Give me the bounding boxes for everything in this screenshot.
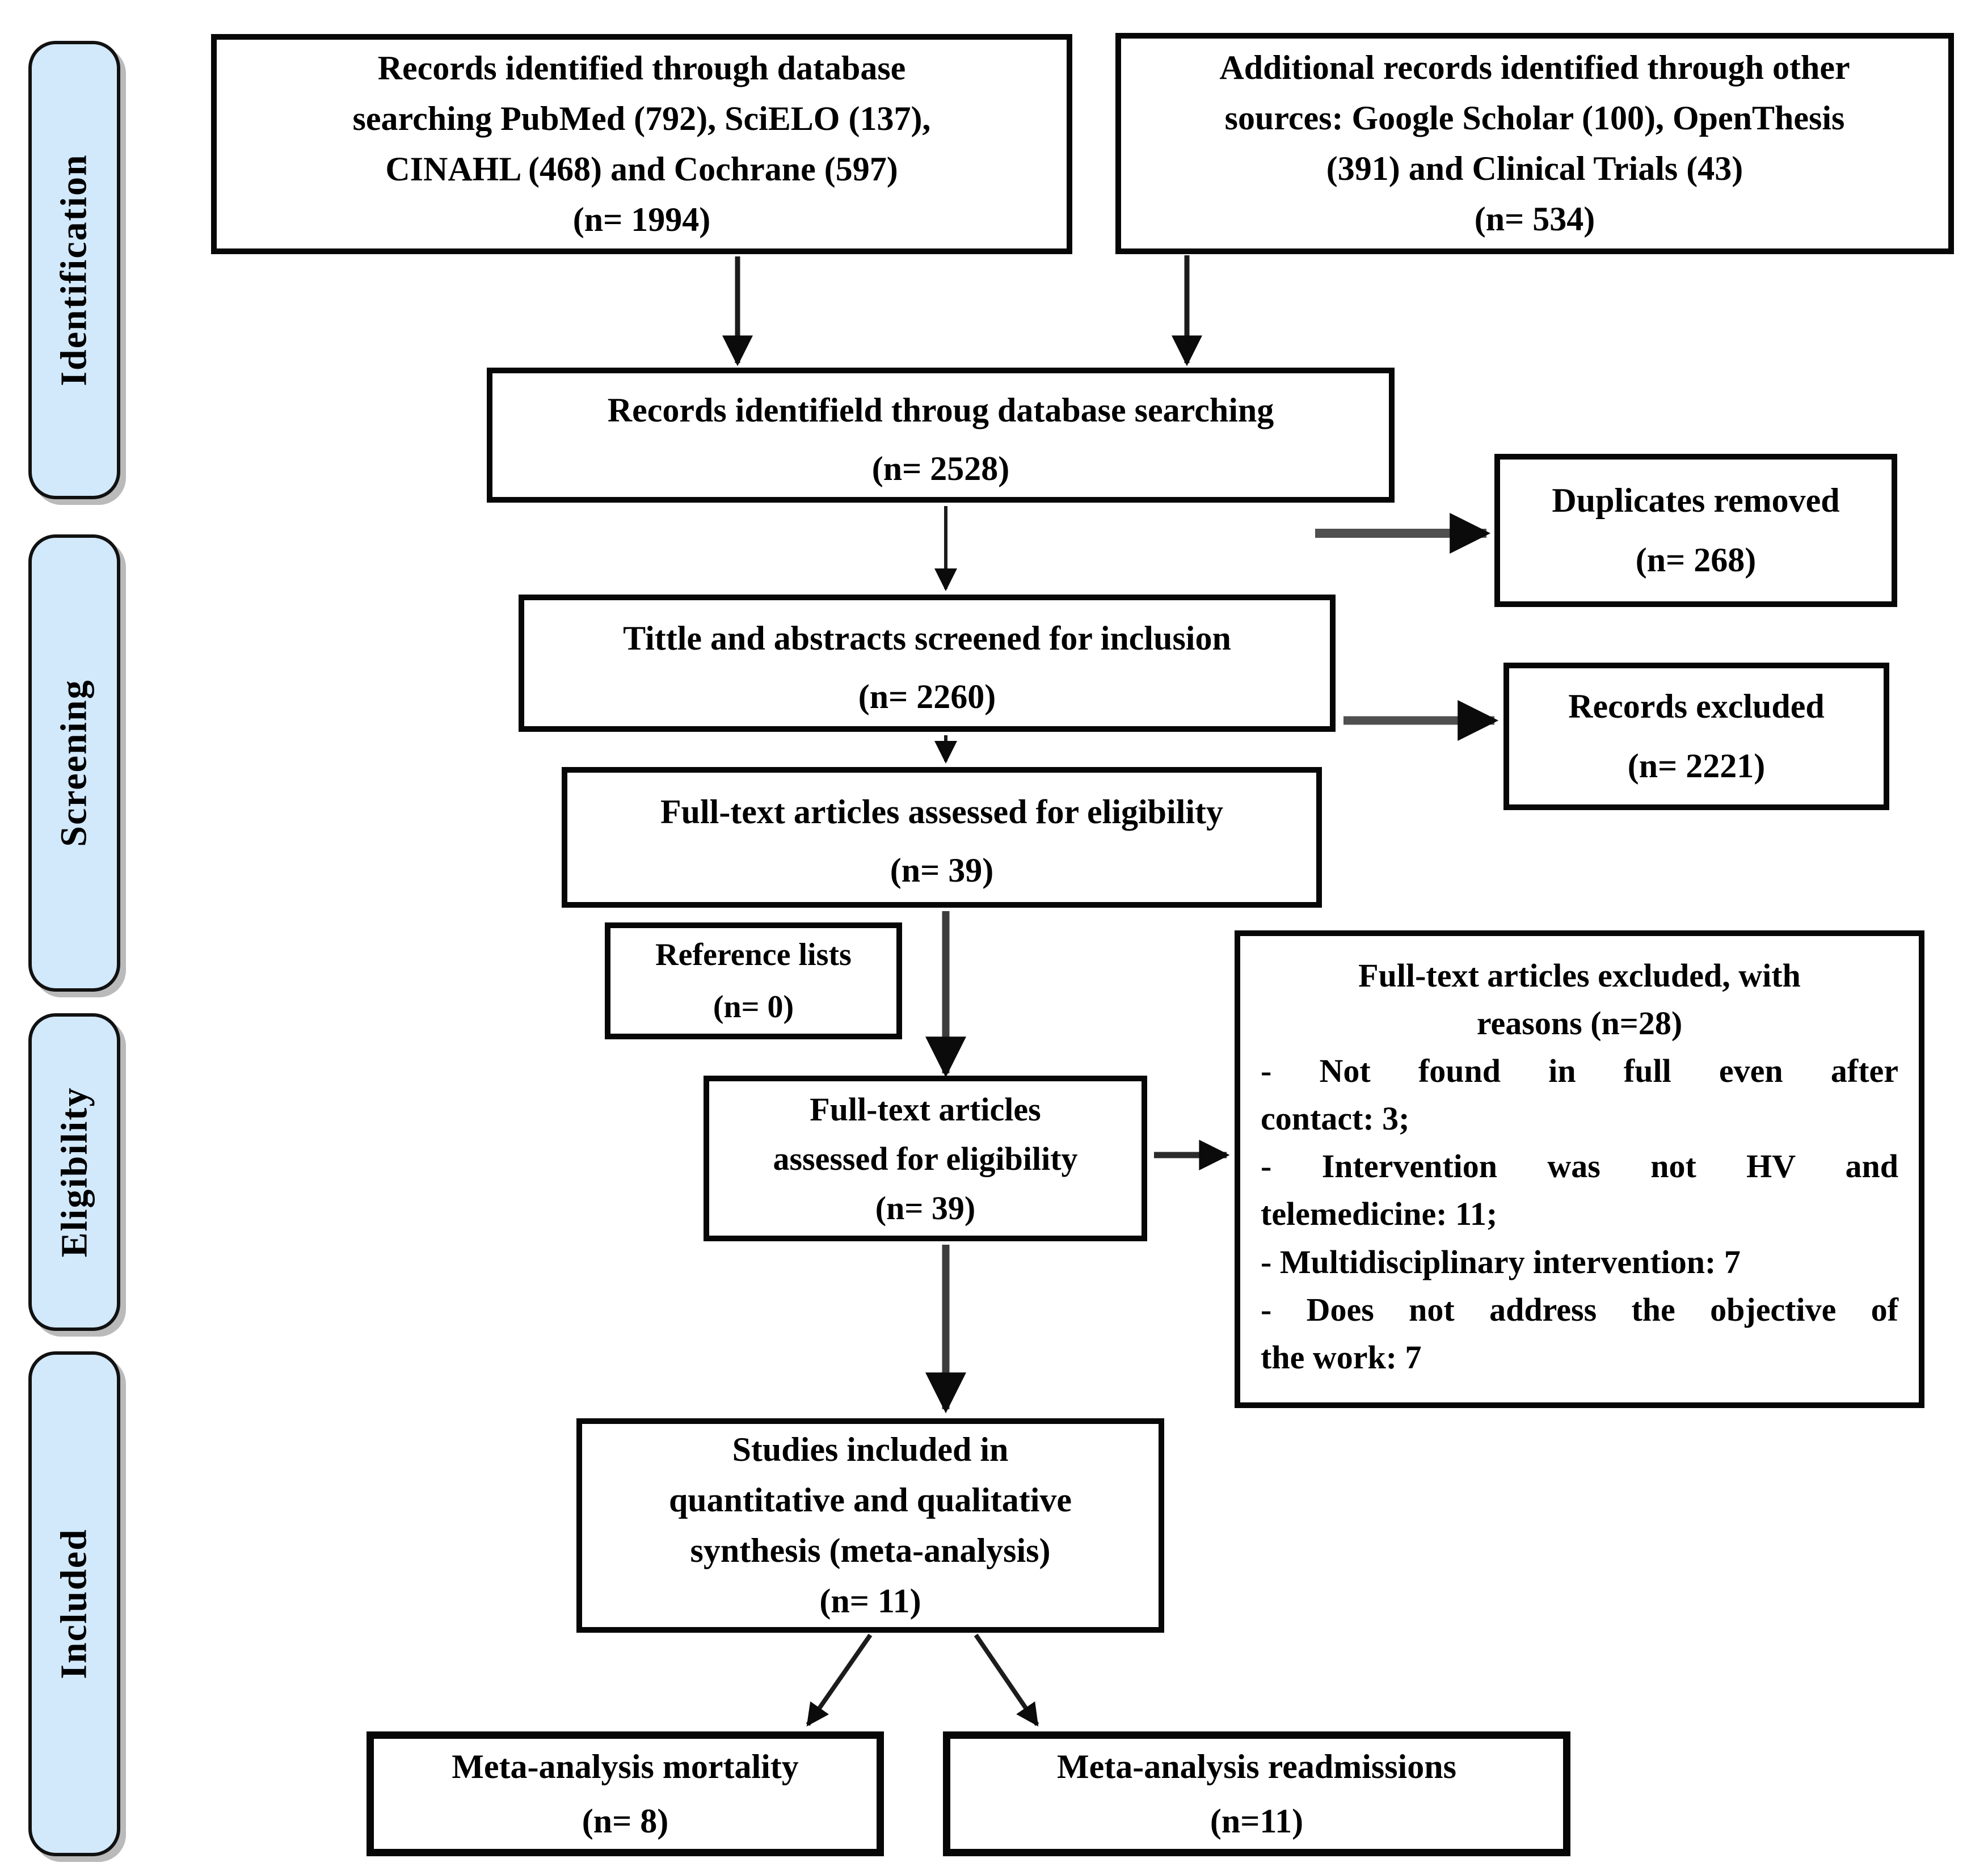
stage-label: Eligibility <box>53 1086 95 1258</box>
box-meta-analysis-mortality: Meta-analysis mortality (n= 8) <box>367 1731 884 1856</box>
box-line: Meta-analysis readmissions <box>1057 1748 1456 1785</box>
box-records-identified-database: Records identified through database sear… <box>211 34 1072 254</box>
box-line: Records excluded <box>1568 688 1825 725</box>
box-fulltext-assessed-narrow: Full-text articles assessed for eligibil… <box>704 1076 1147 1241</box>
box-line: (n=11) <box>1210 1802 1304 1840</box>
box-line: Full-text articles assessed for eligibil… <box>660 793 1224 831</box>
box-line: (n= 2528) <box>871 450 1010 488</box>
box-line: searching PubMed (792), SciELO (137), <box>352 100 931 138</box>
box-line: (n= 8) <box>582 1802 669 1840</box>
box-titles-abstracts-screened: Tittle and abstracts screened for inclus… <box>519 595 1336 732</box>
box-line: (n= 1994) <box>572 200 711 238</box>
box-fulltext-assessed-wide: Full-text articles assessed for eligibil… <box>562 767 1322 908</box>
box-line: Full-text articles <box>810 1090 1041 1128</box>
exclusion-reason-line: telemedicine: 11; <box>1261 1195 1498 1233</box>
box-line: Full-text articles excluded, with <box>1358 957 1801 994</box>
box-line: (n= 11) <box>819 1582 921 1620</box>
box-line: (n= 39) <box>890 852 994 890</box>
box-meta-analysis-readmissions: Meta-analysis readmissions (n=11) <box>943 1731 1570 1856</box>
exclusion-reason-line: - Intervention was not HV and <box>1261 1148 1898 1185</box>
box-line: Meta-analysis mortality <box>452 1748 799 1785</box>
exclusion-reason-line: - Multidisciplinary intervention: 7 <box>1261 1243 1741 1280</box>
arrow-to-meta-readmissions <box>974 1633 1039 1727</box>
stage-label: Included <box>53 1528 95 1679</box>
stage-eligibility: Eligibility <box>28 1013 120 1331</box>
box-duplicates-removed: Duplicates removed (n= 268) <box>1494 454 1897 607</box>
box-line: reasons (n=28) <box>1476 1005 1683 1042</box>
box-line: CINAHL (468) and Cochrane (597) <box>385 150 898 188</box>
stage-screening: Screening <box>28 534 120 992</box>
stage-label: Identification <box>53 154 95 386</box>
exclusion-reason-line: - Not found in full even after <box>1261 1052 1898 1090</box>
stage-included: Included <box>28 1351 120 1856</box>
box-line: quantitative and qualitative <box>668 1481 1072 1519</box>
box-line: Reference lists <box>655 937 852 972</box>
box-line: Records identified through database <box>377 49 906 87</box>
box-line: Records identifield throug database sear… <box>607 391 1274 429</box>
exclusion-reason-line: contact: 3; <box>1261 1100 1410 1137</box>
stage-identification: Identification <box>28 41 120 499</box>
box-line: Studies included in <box>732 1431 1009 1469</box>
box-line: (n= 0) <box>713 989 794 1025</box>
box-records-identified-total: Records identifield throug database sear… <box>487 368 1395 503</box>
exclusion-reason-line: - Does not address the objective of <box>1261 1291 1898 1328</box>
box-line: Additional records identified through ot… <box>1219 49 1850 87</box>
box-line: (n= 39) <box>875 1189 976 1227</box>
box-line: Duplicates removed <box>1552 482 1840 519</box>
box-records-excluded: Records excluded (n= 2221) <box>1503 663 1889 810</box>
box-line: synthesis (meta-analysis) <box>690 1532 1051 1569</box>
box-line: (n= 2221) <box>1627 747 1766 785</box>
box-line: Tittle and abstracts screened for inclus… <box>623 620 1231 657</box>
box-line: sources: Google Scholar (100), OpenThesi… <box>1224 99 1845 137</box>
box-line: (n= 268) <box>1635 541 1757 579</box>
box-fulltext-excluded-reasons: Full-text articles excluded, with reason… <box>1235 930 1924 1408</box>
box-line: (n= 2260) <box>858 678 996 716</box>
arrow-to-meta-mortality <box>806 1633 873 1727</box>
stage-label: Screening <box>53 679 95 847</box>
exclusion-reason-line: the work: 7 <box>1261 1338 1422 1376</box>
box-line: (391) and Clinical Trials (43) <box>1326 150 1743 187</box>
box-reference-lists: Reference lists (n= 0) <box>605 922 902 1039</box>
box-line: (n= 534) <box>1474 200 1595 238</box>
box-additional-records-other-sources: Additional records identified through ot… <box>1115 33 1954 254</box>
box-studies-included-synthesis: Studies included in quantitative and qua… <box>576 1418 1164 1633</box>
box-line: assessed for eligibility <box>773 1140 1078 1177</box>
